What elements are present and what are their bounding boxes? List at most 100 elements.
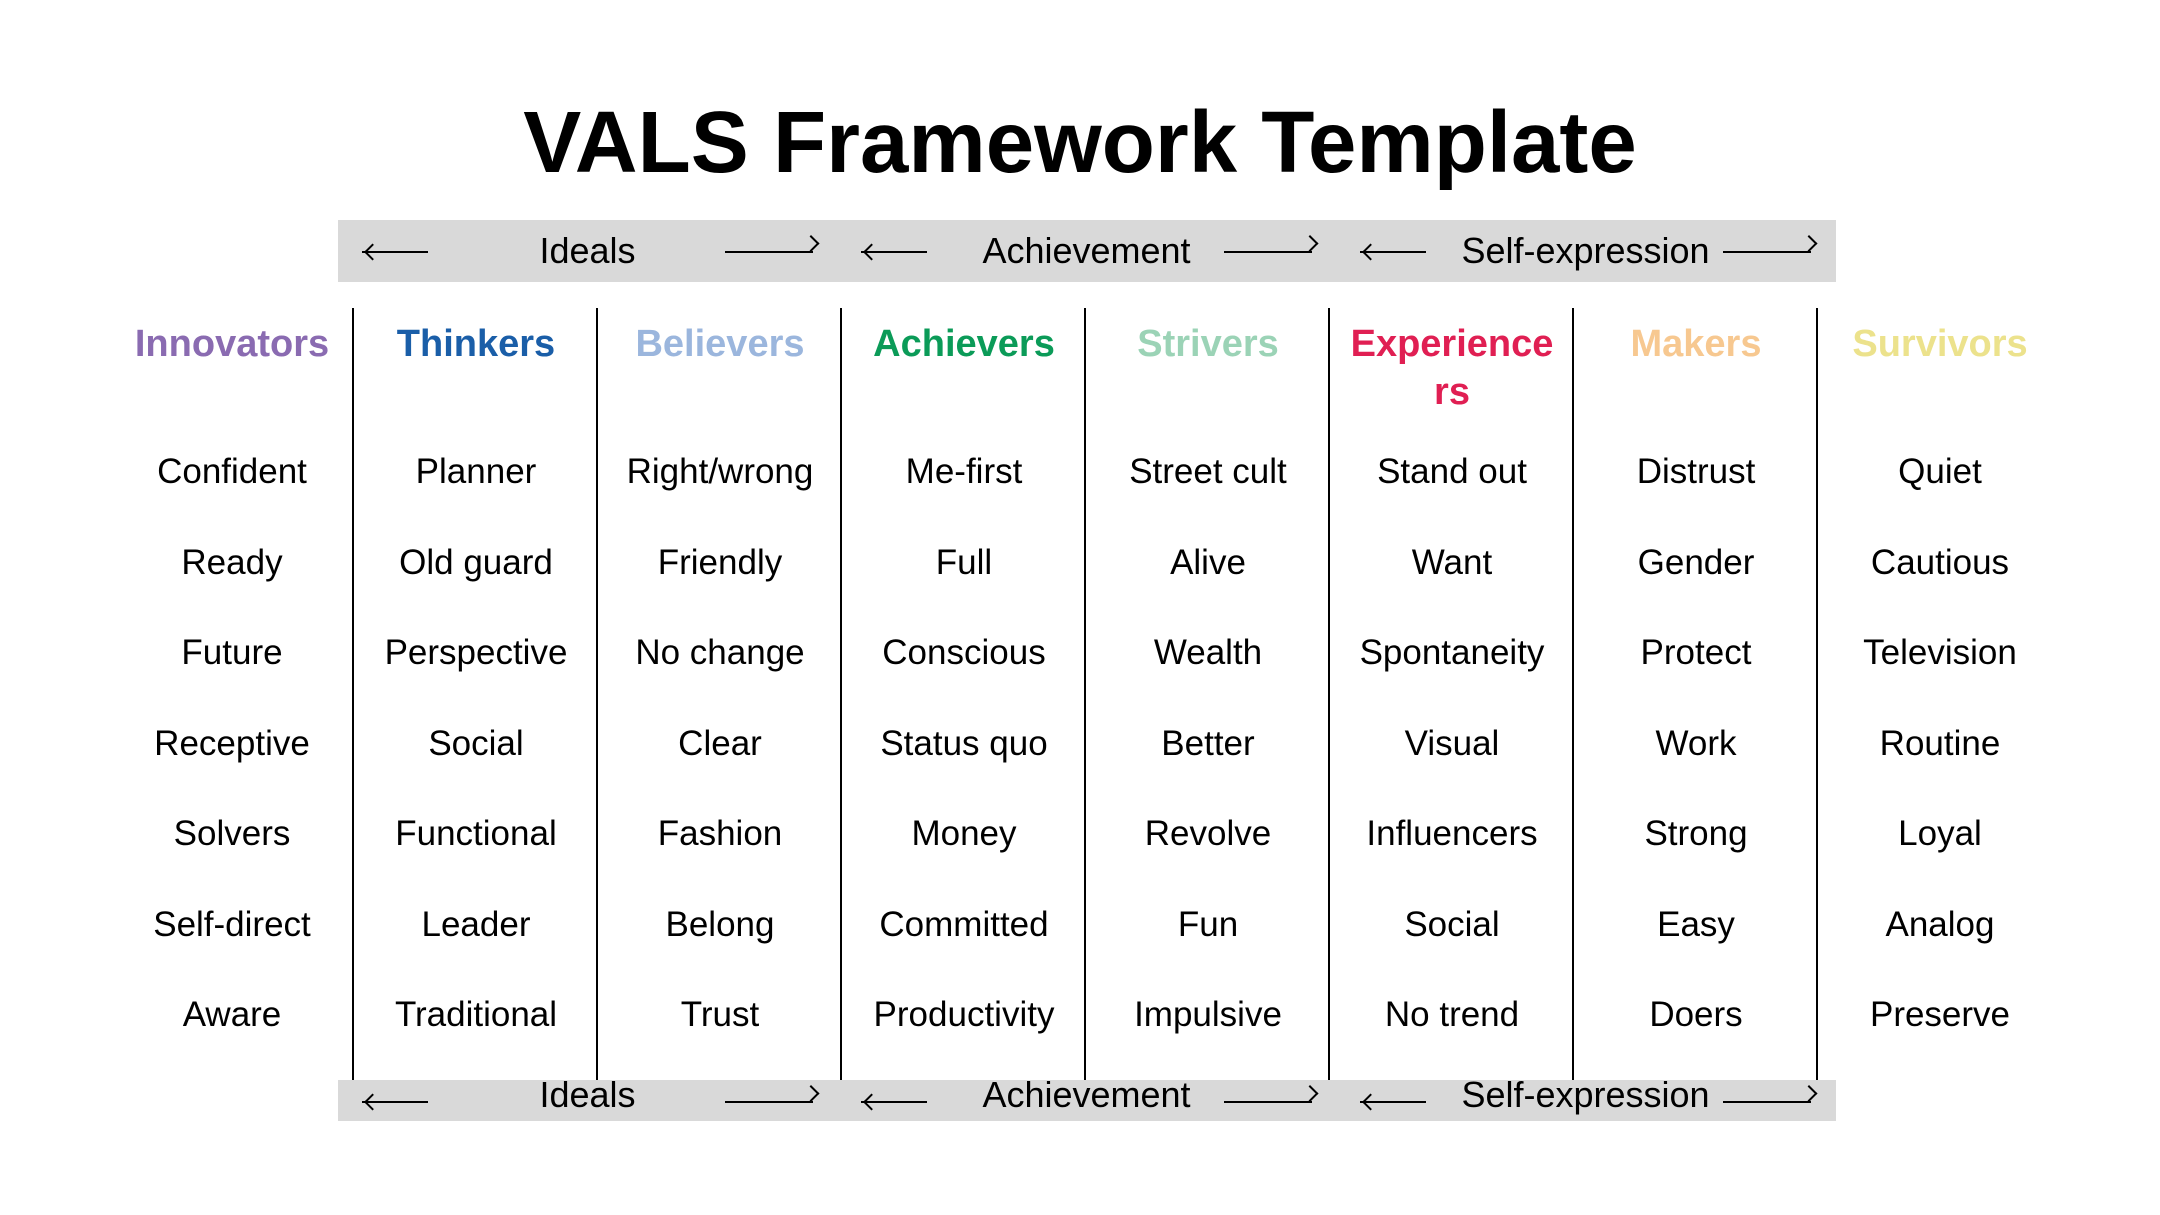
- segment-trait: Belong: [665, 904, 775, 944]
- segment-trait: Leader: [421, 904, 531, 944]
- band-segment-achievement: Achievement: [837, 1074, 1336, 1121]
- segment-trait: Street cult: [1129, 452, 1287, 491]
- segment-trait: Committed: [879, 904, 1049, 944]
- segment-trait: Me-first: [905, 452, 1023, 491]
- segment-trait: Quiet: [1898, 452, 1982, 491]
- segment-trait: Strong: [1644, 814, 1748, 853]
- column-divider: [596, 308, 598, 1080]
- segment-trait: Cautious: [1870, 542, 2010, 582]
- segment-trait: Revolve: [1144, 814, 1272, 853]
- right-arrow-icon: [725, 1100, 813, 1103]
- band-segment-achievement: Achievement: [837, 220, 1336, 282]
- left-arrow-icon: [1360, 251, 1426, 253]
- segment-trait: Routine: [1879, 723, 2001, 763]
- motivation-band-top: Ideals Achievement Self-expression: [338, 220, 1836, 282]
- left-arrow-icon: [362, 1100, 428, 1103]
- motivation-band-bottom: Ideals Achievement Self-expression: [338, 1074, 1836, 1121]
- segment-trait: Productivity: [873, 995, 1055, 1034]
- right-arrow-icon: [1723, 251, 1811, 253]
- segment-trait: Clear: [678, 723, 762, 763]
- page-title: VALS Framework Template: [523, 94, 1637, 191]
- segment-heading: Makers: [1630, 323, 1762, 365]
- segment-trait: Ready: [181, 542, 283, 582]
- column-divider: [1328, 308, 1330, 1080]
- right-arrow-icon: [1723, 1100, 1811, 1103]
- column-divider: [1816, 308, 1818, 1080]
- column-divider: [1084, 308, 1086, 1080]
- segment-trait: Old guard: [399, 542, 553, 582]
- segment-trait: Work: [1655, 723, 1737, 763]
- segment-trait: Better: [1161, 723, 1255, 763]
- segment-trait: Money: [911, 814, 1017, 853]
- segment-trait: Solvers: [173, 814, 291, 853]
- segment-trait: Doers: [1649, 995, 1743, 1034]
- right-arrow-icon: [725, 251, 813, 253]
- segment-trait: Impulsive: [1134, 995, 1282, 1034]
- segment-trait: Future: [181, 633, 283, 672]
- segment-trait: Influencers: [1366, 814, 1538, 853]
- segment-trait: Television: [1863, 633, 2017, 672]
- segment-trait: Confident: [157, 452, 307, 491]
- left-arrow-icon: [362, 251, 428, 253]
- segment-trait: Social: [428, 723, 524, 763]
- band-segment-self-expression: Self-expression: [1336, 220, 1835, 282]
- segment-trait: Visual: [1404, 723, 1500, 763]
- segment-trait: Easy: [1657, 904, 1735, 944]
- segment-trait: Spontaneity: [1359, 633, 1545, 672]
- segment-trait: Self-direct: [153, 904, 311, 944]
- segment-trait: Functional: [395, 814, 557, 853]
- left-arrow-icon: [861, 1100, 927, 1103]
- band-segment-ideals: Ideals: [338, 220, 837, 282]
- segment-trait: Right/wrong: [626, 452, 814, 491]
- left-arrow-icon: [1360, 1100, 1426, 1103]
- segment-trait: Conscious: [882, 633, 1046, 672]
- segment-heading: Survivors: [1852, 323, 2028, 365]
- column-divider: [840, 308, 842, 1080]
- segment-trait: Fun: [1177, 904, 1239, 944]
- band-segment-self-expression: Self-expression: [1336, 1074, 1835, 1121]
- column-divider: [1572, 308, 1574, 1080]
- right-arrow-icon: [1224, 1100, 1312, 1103]
- column-divider: [352, 308, 354, 1080]
- band-label: Self-expression: [1461, 230, 1710, 271]
- segment-trait: Planner: [415, 452, 537, 491]
- band-label: Ideals: [539, 1074, 636, 1115]
- segment-trait: Status quo: [880, 723, 1048, 763]
- segment-trait: Friendly: [657, 542, 783, 582]
- segment-trait: Loyal: [1898, 814, 1982, 853]
- band-label: Achievement: [982, 1074, 1191, 1115]
- segment-heading: Innovators: [134, 323, 330, 365]
- segment-trait: Want: [1411, 542, 1493, 582]
- segment-trait: Alive: [1170, 542, 1246, 582]
- segment-trait: Gender: [1637, 542, 1755, 582]
- segment-heading: Experiencers: [1350, 323, 1554, 413]
- segment-trait: No change: [635, 633, 805, 672]
- segment-trait: Full: [935, 542, 993, 582]
- segment-trait: Preserve: [1869, 995, 2011, 1034]
- right-arrow-icon: [1224, 251, 1312, 253]
- segment-trait: Wealth: [1153, 633, 1263, 672]
- segment-trait: Aware: [182, 995, 282, 1034]
- segment-heading: Believers: [635, 323, 805, 365]
- segment-trait: Protect: [1640, 633, 1752, 672]
- segment-trait: Perspective: [384, 633, 568, 672]
- segment-trait: Stand out: [1377, 452, 1527, 491]
- segment-heading: Thinkers: [396, 323, 556, 365]
- segment-trait: Fashion: [657, 814, 783, 853]
- left-arrow-icon: [861, 251, 927, 253]
- band-label: Ideals: [539, 230, 636, 271]
- segment-trait: Traditional: [394, 995, 558, 1034]
- segment-trait: Social: [1404, 904, 1500, 944]
- segment-trait: Distrust: [1636, 452, 1756, 491]
- segment-trait: Receptive: [154, 723, 310, 763]
- segment-heading: Strivers: [1137, 323, 1279, 365]
- segment-trait: No trend: [1384, 995, 1520, 1034]
